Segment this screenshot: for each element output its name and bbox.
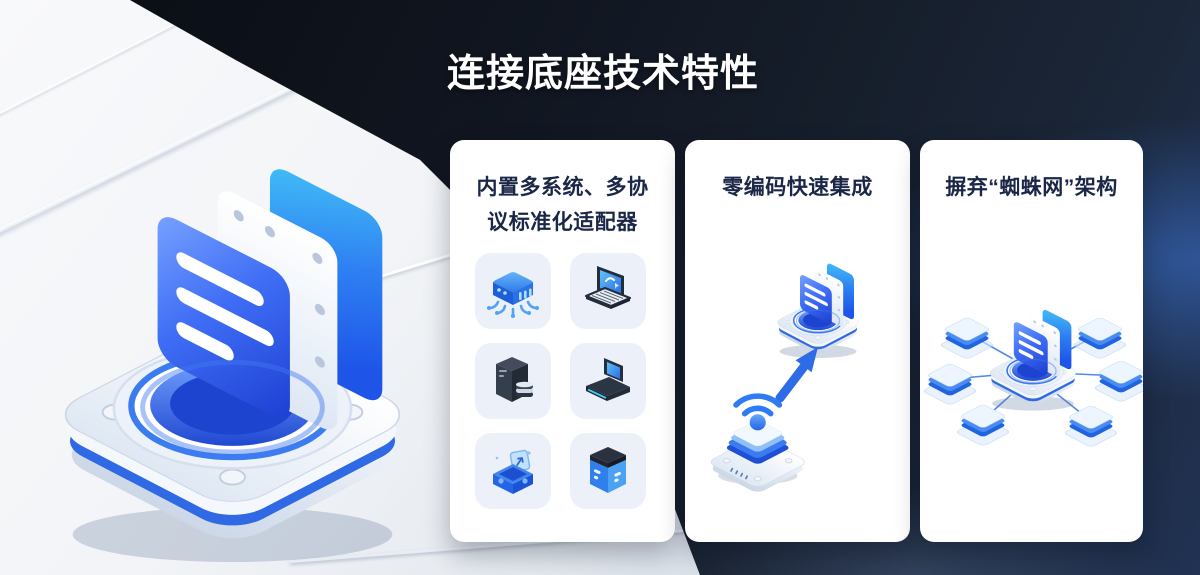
laptop-icon	[584, 264, 632, 311]
kiosk-cube-icon	[590, 447, 626, 493]
tile	[475, 433, 551, 509]
tile	[475, 253, 551, 329]
card-title: 零编码快速集成	[722, 176, 873, 199]
tile	[570, 433, 646, 509]
network-node-icon	[1062, 404, 1120, 448]
server-tower-icon	[496, 357, 533, 402]
floor-seam	[0, 22, 176, 120]
network-node-icon	[938, 316, 996, 360]
tile	[570, 343, 646, 419]
adapter-icon-grid	[475, 253, 646, 509]
zero-code-integration-illustration	[685, 261, 864, 542]
card-adapters: 内置多系统、多协议标准化适配器	[450, 140, 675, 542]
wifi-device-icon	[707, 396, 809, 494]
up-arrow-icon	[775, 347, 818, 403]
connection-platform-hero-illustration	[45, 150, 420, 562]
network-node-icon	[1092, 359, 1143, 403]
integration-box-icon	[492, 449, 534, 495]
platform-icon	[772, 261, 864, 359]
card-title: 摒弃“蜘蛛网”架构	[945, 176, 1118, 199]
card-title: 内置多系统、多协议标准化适配器	[476, 176, 649, 234]
pos-terminal-icon	[585, 357, 631, 402]
network-node-icon	[1071, 316, 1129, 360]
network-node-icon	[921, 362, 979, 406]
feature-cards: 内置多系统、多协议标准化适配器 零编码快速集成 摒弃“蜘蛛网”架构	[450, 140, 1143, 542]
page-title: 连接底座技术特性	[447, 53, 760, 95]
card-no-spiderweb: 摒弃“蜘蛛网”架构	[920, 140, 1143, 542]
network-node-icon	[954, 403, 1012, 447]
iot-chip-icon	[485, 270, 541, 320]
card-zero-code: 零编码快速集成	[685, 140, 910, 542]
tile	[475, 343, 551, 419]
hub-platform-icon	[984, 307, 1082, 412]
hub-spoke-network-illustration	[921, 307, 1143, 448]
tile	[570, 253, 646, 329]
